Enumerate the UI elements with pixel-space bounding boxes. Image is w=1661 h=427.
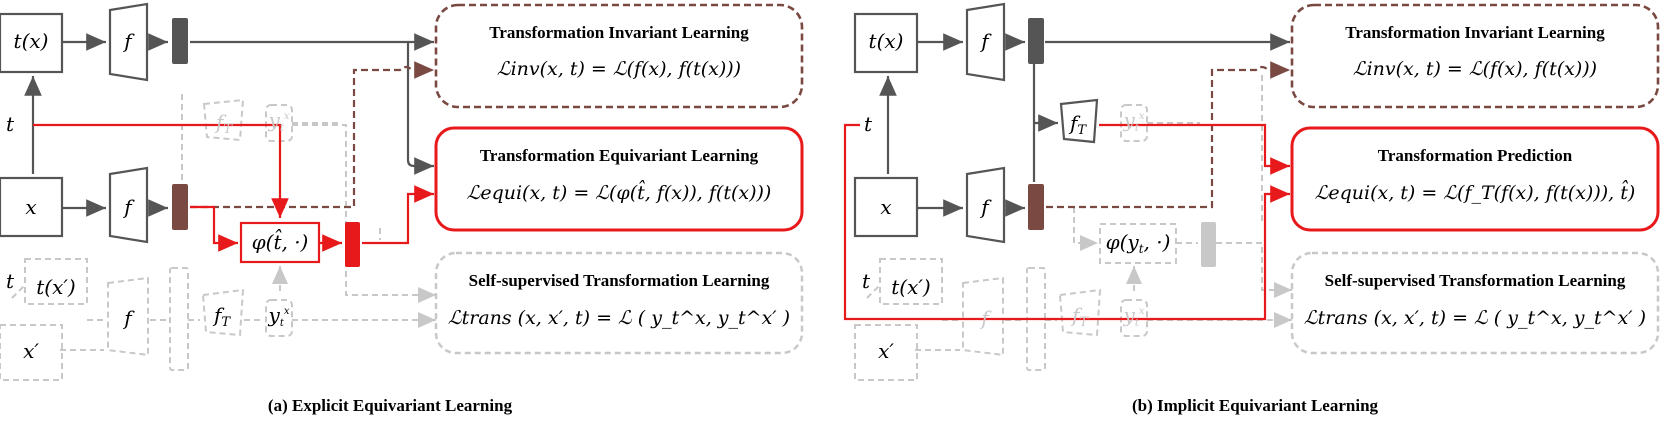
panel-b-x-label: x (880, 195, 891, 219)
panel-a-txp-label: t(x′) (36, 275, 75, 299)
panel-b-yt2-label: ytx (1123, 303, 1145, 329)
panel-a: t(x) f t fT ytx x f φ(t̂, ·) t t(x′) f f… (0, 2, 804, 415)
panel-b-box2-equation: ℒequi(x, t) = ℒ(f_T(f(x), f(t(x))), t̂) (1315, 179, 1636, 204)
panel-a-box1-title: Transformation Invariant Learning (489, 23, 749, 42)
panel-b-txp-label: t(x′) (891, 275, 930, 299)
panel-b-feature-dark (1028, 18, 1044, 64)
panel-b-ft2-label: fT (1070, 303, 1089, 330)
panel-a-tx-label: t(x) (14, 29, 49, 53)
panel-b-box1-title: Transformation Invariant Learning (1345, 23, 1605, 42)
panel-a-phi-label: φ(t̂, ·) (252, 228, 309, 254)
panel-b: t(x) f t fT ytx x f φ(yt, ·) t t(x′) f f… (843, 2, 1660, 415)
panel-a-box3-title: Self-supervised Transformation Learning (469, 271, 770, 290)
panel-b-dark-branch (853, 2, 1290, 244)
panel-b-caption: (b) Implicit Equivariant Learning (1132, 396, 1379, 415)
panel-a-box1-equation: ℒinv(x, t) = ℒ(f(x), f(t(x))) (497, 58, 741, 80)
panel-a-x-label: x (25, 195, 36, 219)
panel-b-feature-gray (1201, 222, 1216, 267)
panel-a-feature-brown (172, 184, 188, 230)
panel-b-box1-equation: ℒinv(x, t) = ℒ(f(x), f(t(x))) (1353, 58, 1597, 80)
panel-a-f3-label: f (122, 306, 135, 330)
panel-a-box2-title: Transformation Equivariant Learning (480, 146, 759, 165)
panel-a-brown-branch (190, 3, 804, 209)
panel-b-yt-label: ytx (1123, 108, 1145, 134)
panel-a-ft2-label: fT (212, 303, 231, 330)
panel-a-xp-label: x′ (23, 339, 39, 363)
panel-b-red-branch (843, 123, 1660, 321)
panel-b-box3-equation: ℒtrans (x, x′, t) = ℒ ( y_t^x, y_t^x′ ) (1304, 307, 1646, 329)
panel-b-brown-branch (1046, 3, 1660, 209)
panel-a-t2-label: t (6, 269, 15, 293)
panel-a-box2-equation: ℒequi(x, t) = ℒ(φ(t̂, f(x)), f(t(x))) (467, 179, 772, 204)
panel-a-feature-dark (172, 18, 188, 64)
panel-b-phi-label: φ(yt, ·) (1106, 230, 1171, 256)
panel-a-ft-label: fT (214, 110, 233, 137)
panel-a-gray-branch (0, 94, 804, 381)
panel-b-box3-title: Self-supervised Transformation Learning (1325, 271, 1626, 290)
panel-b-t-label: t (864, 112, 873, 136)
panel-a-dark-branch (0, 2, 434, 244)
panel-a-box3-equation: ℒtrans (x, x′, t) = ℒ ( y_t^x, y_t^x′ ) (448, 307, 790, 329)
panel-b-xp-label: x′ (878, 339, 894, 363)
panel-b-t2-label: t (862, 269, 871, 293)
panel-a-yt-label: ytx (268, 108, 290, 134)
panel-a-yt2-label: ytx (268, 303, 290, 329)
panel-b-tx-label: t(x) (869, 29, 904, 53)
panel-b-gray-branch (854, 75, 1660, 381)
panel-b-yt-node (1120, 104, 1148, 142)
panel-b-box2-title: Transformation Prediction (1378, 146, 1573, 165)
panel-b-feature-brown (1028, 184, 1044, 230)
panel-a-feature-red (345, 222, 360, 267)
panel-a-red-branch (33, 123, 804, 264)
panel-a-caption: (a) Explicit Equivariant Learning (268, 396, 513, 415)
panel-a-t-label: t (6, 112, 15, 136)
